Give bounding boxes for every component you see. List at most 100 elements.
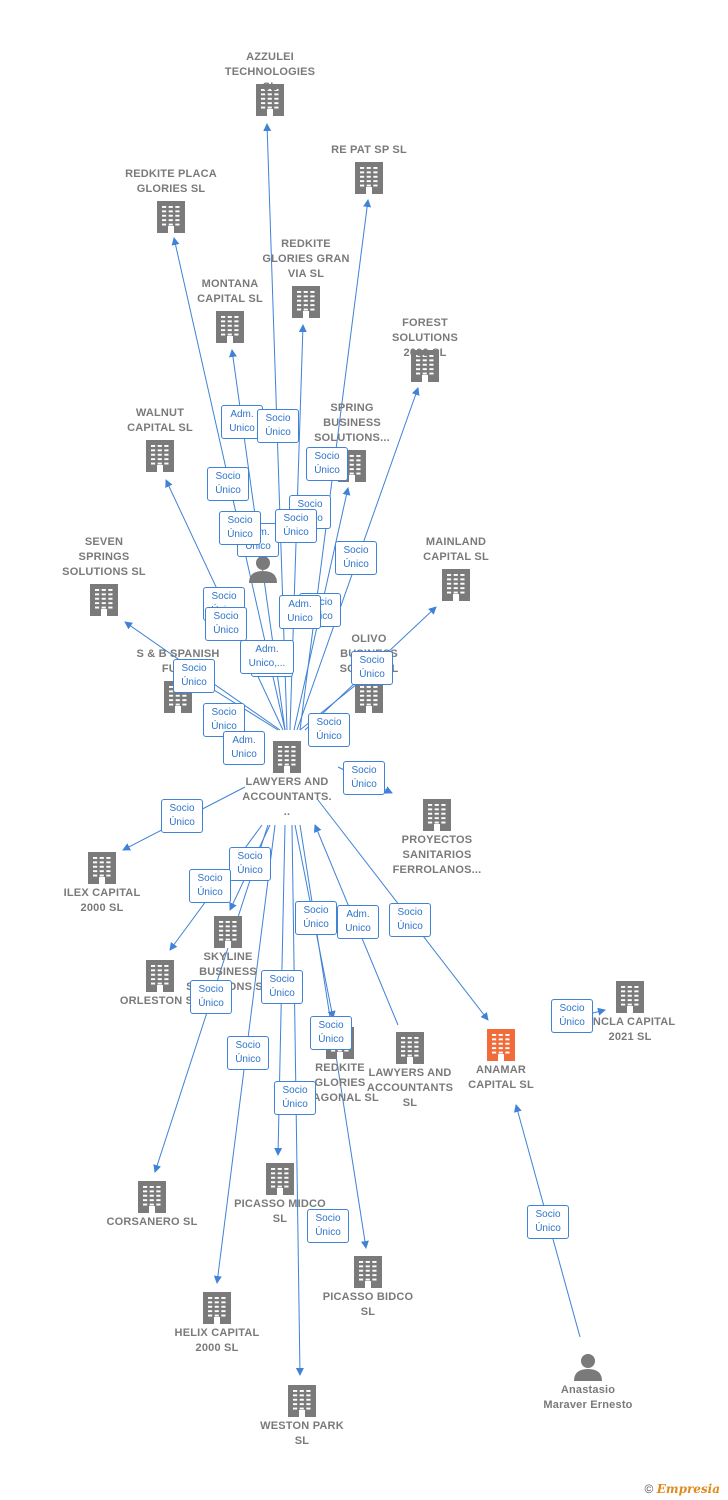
role-badge-socio-unico[interactable]: Socio Único bbox=[257, 409, 299, 443]
node-label-walnut[interactable]: WALNUT CAPITAL SL bbox=[114, 406, 206, 436]
role-badge-adm-unico[interactable]: Adm. Unico bbox=[279, 595, 321, 629]
node-label-text: HELIX CAPITAL 2000 SL bbox=[174, 1327, 260, 1354]
role-badge-socio-unico[interactable]: Socio Único bbox=[161, 799, 203, 833]
node-label-text: REDKITE GLORIES GRAN VIA SL bbox=[262, 238, 350, 280]
building-icon[interactable] bbox=[256, 84, 284, 121]
node-label-text: PICASSO MIDCO SL bbox=[234, 1198, 326, 1225]
building-icon[interactable] bbox=[616, 981, 644, 1018]
role-badge-socio-unico[interactable]: Socio Único bbox=[389, 903, 431, 937]
role-badge-adm-unico[interactable]: Adm. Unico bbox=[337, 905, 379, 939]
node-label-lawyers1[interactable]: LAWYERS AND ACCOUNTANTS... bbox=[241, 775, 333, 820]
node-label-redkite_placa[interactable]: REDKITE PLACA GLORIES SL bbox=[125, 167, 217, 197]
building-icon[interactable] bbox=[411, 350, 439, 387]
node-label-anastasio[interactable]: Anastasio Maraver Ernesto bbox=[542, 1383, 634, 1413]
node-label-text: ANAMAR CAPITAL SL bbox=[468, 1064, 534, 1091]
node-label-picasso_bidco[interactable]: PICASSO BIDCO SL bbox=[322, 1290, 414, 1320]
role-badge-socio-unico[interactable]: Socio Único bbox=[527, 1205, 569, 1239]
building-icon[interactable] bbox=[90, 584, 118, 621]
node-label-weston[interactable]: WESTON PARK SL bbox=[256, 1419, 348, 1449]
role-badge-socio-unico[interactable]: Socio Único bbox=[343, 761, 385, 795]
footer-brand: © Empresia bbox=[645, 1482, 720, 1496]
building-icon[interactable] bbox=[355, 162, 383, 199]
building-icon[interactable] bbox=[396, 1032, 424, 1069]
node-label-text: ILEX CAPITAL 2000 SL bbox=[63, 887, 141, 914]
brand-name: Empresia bbox=[656, 1482, 720, 1496]
node-label-orleston[interactable]: ORLESTON SL bbox=[114, 994, 206, 1009]
node-label-ancla[interactable]: ANCLA CAPITAL 2021 SL bbox=[584, 1015, 676, 1045]
role-badge-socio-unico[interactable]: Socio Único bbox=[219, 511, 261, 545]
building-icon[interactable] bbox=[203, 1292, 231, 1329]
role-badge-socio-unico[interactable]: Socio Único bbox=[295, 901, 337, 935]
node-label-text: REDKITE PLACA GLORIES SL bbox=[125, 168, 217, 195]
node-label-proyectos[interactable]: PROYECTOS SANITARIOS FERROLANOS... bbox=[391, 833, 483, 878]
building-icon[interactable] bbox=[355, 681, 383, 718]
node-label-text: WALNUT CAPITAL SL bbox=[127, 407, 193, 434]
role-badge-socio-unico[interactable]: Socio Único bbox=[310, 1016, 352, 1050]
node-label-text: CORSANERO SL bbox=[106, 1216, 198, 1228]
node-label-text: PICASSO BIDCO SL bbox=[322, 1291, 414, 1318]
building-icon[interactable] bbox=[442, 569, 470, 606]
node-label-text: Anastasio Maraver Ernesto bbox=[543, 1384, 633, 1411]
building-icon[interactable] bbox=[157, 201, 185, 238]
node-label-text: PROYECTOS SANITARIOS FERROLANOS... bbox=[392, 834, 482, 876]
role-badge-socio-unico[interactable]: Socio Único bbox=[229, 847, 271, 881]
node-label-text: REDKITE GLORIES DIAGONAL SL bbox=[301, 1062, 379, 1104]
building-icon[interactable] bbox=[138, 1181, 166, 1218]
person-icon[interactable] bbox=[573, 1353, 603, 1386]
building-icon[interactable] bbox=[487, 1029, 515, 1066]
role-badge-socio-unico[interactable]: Socio Único bbox=[274, 1081, 316, 1115]
node-label-picasso_midco[interactable]: PICASSO MIDCO SL bbox=[234, 1197, 326, 1227]
node-label-text: LAWYERS AND ACCOUNTANTS SL bbox=[366, 1067, 454, 1109]
role-badge-socio-unico[interactable]: Socio Único bbox=[335, 541, 377, 575]
building-icon[interactable] bbox=[146, 440, 174, 477]
role-badge-adm-unico[interactable]: Adm. Unico bbox=[223, 731, 265, 765]
role-badge-socio-unico[interactable]: Socio Único bbox=[207, 467, 249, 501]
role-badge-socio-unico[interactable]: Socio Único bbox=[205, 607, 247, 641]
role-badge-socio-unico[interactable]: Socio Único bbox=[173, 659, 215, 693]
node-label-text: AZZULEI TECHNOLOGIES SL bbox=[224, 51, 316, 93]
building-icon[interactable] bbox=[354, 1256, 382, 1293]
role-badge-socio-unico[interactable]: Socio Único bbox=[551, 999, 593, 1033]
role-badge-socio-unico[interactable]: Socio Único bbox=[307, 1209, 349, 1243]
role-badge-socio-unico[interactable]: Socio Único bbox=[351, 651, 393, 685]
node-label-text: ANCLA CAPITAL 2021 SL bbox=[584, 1016, 676, 1043]
node-label-anamar[interactable]: ANAMAR CAPITAL SL bbox=[455, 1063, 547, 1093]
node-label-repat[interactable]: RE PAT SP SL bbox=[323, 143, 415, 158]
node-label-text: WESTON PARK SL bbox=[260, 1420, 344, 1447]
node-label-forest[interactable]: FOREST SOLUTIONS 2000 SL bbox=[379, 316, 471, 361]
node-label-azzulei[interactable]: AZZULEI TECHNOLOGIES SL bbox=[224, 50, 316, 95]
node-label-spring[interactable]: SPRING BUSINESS SOLUTIONS... bbox=[306, 401, 398, 446]
role-badge-socio-unico[interactable]: Socio Único bbox=[308, 713, 350, 747]
building-icon[interactable] bbox=[273, 741, 301, 778]
node-label-helix[interactable]: HELIX CAPITAL 2000 SL bbox=[171, 1326, 263, 1356]
building-icon[interactable] bbox=[88, 852, 116, 889]
node-label-seven[interactable]: SEVEN SPRINGS SOLUTIONS SL bbox=[58, 535, 150, 580]
node-label-text: ORLESTON SL bbox=[119, 995, 201, 1007]
role-badge-socio-unico[interactable]: Socio Único bbox=[227, 1036, 269, 1070]
role-badge-adm-unico[interactable]: Adm. Unico,... bbox=[240, 640, 294, 674]
building-icon[interactable] bbox=[266, 1163, 294, 1200]
role-badge-adm-unico[interactable]: Adm. Unico bbox=[221, 405, 263, 439]
node-label-ilex[interactable]: ILEX CAPITAL 2000 SL bbox=[56, 886, 148, 916]
role-badge-socio-unico[interactable]: Socio Único bbox=[190, 980, 232, 1014]
person-icon[interactable] bbox=[248, 555, 278, 588]
role-badge-socio-unico[interactable]: Socio Único bbox=[261, 970, 303, 1004]
building-icon[interactable] bbox=[214, 916, 242, 953]
node-label-text: LAWYERS AND ACCOUNTANTS... bbox=[242, 776, 332, 818]
building-icon[interactable] bbox=[292, 286, 320, 323]
node-label-redkite_gv[interactable]: REDKITE GLORIES GRAN VIA SL bbox=[260, 237, 352, 282]
node-label-text: MAINLAND CAPITAL SL bbox=[423, 536, 489, 563]
node-label-text: SPRING BUSINESS SOLUTIONS... bbox=[314, 402, 390, 444]
building-icon[interactable] bbox=[288, 1385, 316, 1422]
role-badge-socio-unico[interactable]: Socio Único bbox=[189, 869, 231, 903]
role-badge-socio-unico[interactable]: Socio Único bbox=[275, 509, 317, 543]
node-label-redkite_diag[interactable]: REDKITE GLORIES DIAGONAL SL bbox=[294, 1061, 386, 1106]
building-icon[interactable] bbox=[423, 799, 451, 836]
building-icon[interactable] bbox=[216, 311, 244, 348]
node-label-lawyers2[interactable]: LAWYERS AND ACCOUNTANTS SL bbox=[364, 1066, 456, 1111]
role-badge-socio-unico[interactable]: Socio Único bbox=[306, 447, 348, 481]
node-label-montana[interactable]: MONTANA CAPITAL SL bbox=[184, 277, 276, 307]
building-icon[interactable] bbox=[146, 960, 174, 997]
node-label-mainland[interactable]: MAINLAND CAPITAL SL bbox=[410, 535, 502, 565]
node-label-corsanero[interactable]: CORSANERO SL bbox=[106, 1215, 198, 1230]
